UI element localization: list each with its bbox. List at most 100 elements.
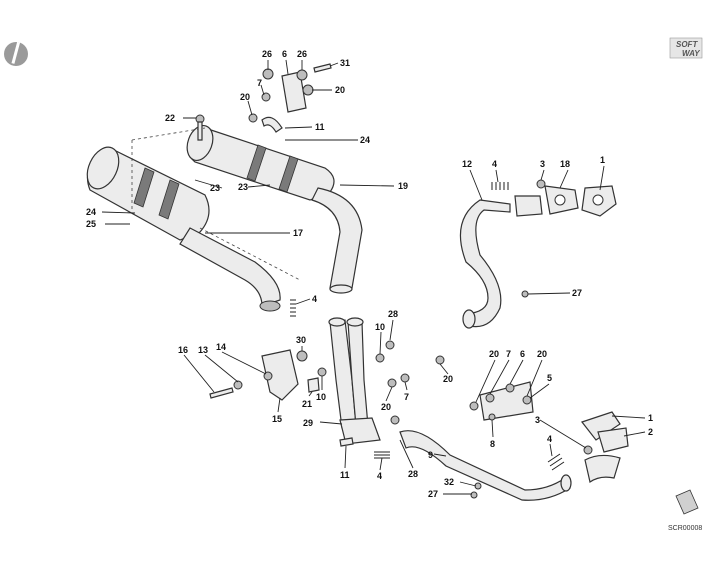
callout-14: 14 bbox=[216, 342, 226, 352]
callout-3: 3 bbox=[540, 159, 545, 169]
nut-10-upper bbox=[375, 353, 385, 363]
callout-6: 6 bbox=[282, 49, 287, 59]
callout-4: 4 bbox=[547, 434, 552, 444]
pipe-12-end bbox=[462, 309, 476, 329]
callout-3: 3 bbox=[535, 415, 540, 425]
callout-20: 20 bbox=[335, 85, 345, 95]
washer-30 bbox=[296, 350, 308, 362]
spring-4-right-lower bbox=[547, 453, 565, 471]
washer-13 bbox=[233, 380, 243, 390]
callout-32: 32 bbox=[444, 477, 454, 487]
callout-29: 29 bbox=[303, 418, 313, 428]
callout-4: 4 bbox=[312, 294, 317, 304]
rear-muffler bbox=[186, 124, 335, 201]
nut-28-upper bbox=[385, 340, 395, 350]
callout-24: 24 bbox=[360, 135, 370, 145]
callout-7: 7 bbox=[404, 392, 409, 402]
flange-gasket-18 bbox=[544, 185, 579, 215]
callout-4: 4 bbox=[377, 471, 382, 481]
callout-28: 28 bbox=[408, 469, 418, 479]
figure-code: SCR00008 bbox=[668, 525, 702, 532]
gasket-1-upper bbox=[581, 185, 617, 217]
callout-26: 26 bbox=[262, 49, 272, 59]
callout-20: 20 bbox=[537, 349, 547, 359]
spring-4-upper bbox=[290, 299, 296, 317]
callout-1: 1 bbox=[600, 155, 605, 165]
svg-text:WAY: WAY bbox=[682, 49, 700, 58]
callout-20: 20 bbox=[489, 349, 499, 359]
nut-7-center bbox=[400, 373, 410, 383]
callout-22: 22 bbox=[165, 113, 175, 123]
bolt-11-lower bbox=[339, 437, 354, 447]
nut-20-center bbox=[387, 378, 397, 388]
flange-2 bbox=[597, 427, 629, 453]
callout-24: 24 bbox=[86, 207, 96, 217]
callout-7: 7 bbox=[506, 349, 511, 359]
tail-pipe-19 bbox=[311, 187, 363, 289]
callout-4: 4 bbox=[492, 159, 497, 169]
pipe-17 bbox=[179, 227, 281, 307]
callout-8: 8 bbox=[490, 439, 495, 449]
figure-code-mark bbox=[675, 489, 699, 515]
callout-18: 18 bbox=[560, 159, 570, 169]
tail-pipe-19-end bbox=[329, 284, 353, 294]
callout-23: 23 bbox=[238, 182, 248, 192]
pipe-stub bbox=[584, 454, 621, 484]
y-pipe-29 bbox=[328, 317, 381, 445]
callout-1: 1 bbox=[648, 413, 653, 423]
pipe-9-end bbox=[560, 474, 572, 492]
exhaust-pipe-9 bbox=[399, 430, 571, 501]
callout-13: 13 bbox=[198, 345, 208, 355]
callout-20: 20 bbox=[240, 92, 250, 102]
callout-12: 12 bbox=[462, 159, 472, 169]
bolt-27-upper bbox=[521, 290, 529, 298]
callout-10: 10 bbox=[375, 322, 385, 332]
nut-20-right bbox=[435, 355, 445, 365]
callout-10: 10 bbox=[316, 392, 326, 402]
callout-19: 19 bbox=[398, 181, 408, 191]
alignment-lines bbox=[131, 127, 301, 281]
softway-logo: SOFT WAY bbox=[669, 37, 703, 59]
muffler-bracket bbox=[195, 63, 332, 141]
mounting-plate bbox=[469, 381, 534, 421]
callout-2: 2 bbox=[648, 427, 653, 437]
leader-lines bbox=[101, 59, 646, 495]
nut-10-lower bbox=[317, 367, 327, 377]
catalogue-badge-icon bbox=[4, 41, 28, 66]
bolt-27-lower bbox=[470, 491, 478, 499]
spring-4-lower bbox=[374, 451, 390, 459]
bolt-21 bbox=[307, 377, 320, 393]
callout-21: 21 bbox=[302, 399, 312, 409]
gasket-1-lower bbox=[581, 411, 621, 441]
exhaust-pipe-12 bbox=[459, 199, 511, 328]
bolt-16 bbox=[209, 387, 234, 399]
bracket-15 bbox=[261, 349, 299, 401]
callout-20: 20 bbox=[381, 402, 391, 412]
callout-31: 31 bbox=[340, 58, 350, 68]
callout-23: 23 bbox=[210, 183, 220, 193]
callout-labels: 26 6 26 31 7 20 20 22 11 24 23 23 19 24 … bbox=[86, 49, 653, 499]
callout-20: 20 bbox=[443, 374, 453, 384]
callout-5: 5 bbox=[547, 373, 552, 383]
callout-27: 27 bbox=[572, 288, 582, 298]
nut-28-lower bbox=[390, 415, 400, 425]
callout-28: 28 bbox=[388, 309, 398, 319]
callout-11: 11 bbox=[315, 122, 325, 132]
nut-3-upper bbox=[536, 179, 546, 189]
callout-6: 6 bbox=[520, 349, 525, 359]
callout-25: 25 bbox=[86, 219, 96, 229]
callout-9: 9 bbox=[428, 450, 433, 460]
sleeve-connector bbox=[514, 195, 543, 217]
callout-27: 27 bbox=[428, 489, 438, 499]
callout-30: 30 bbox=[296, 335, 306, 345]
pipe-17-end bbox=[259, 300, 281, 312]
callout-7: 7 bbox=[257, 78, 262, 88]
callout-16: 16 bbox=[178, 345, 188, 355]
callout-15: 15 bbox=[272, 414, 282, 424]
callout-11: 11 bbox=[340, 470, 350, 480]
spring-4-right bbox=[491, 182, 509, 190]
callout-17: 17 bbox=[293, 228, 303, 238]
svg-text:SOFT: SOFT bbox=[676, 40, 698, 49]
